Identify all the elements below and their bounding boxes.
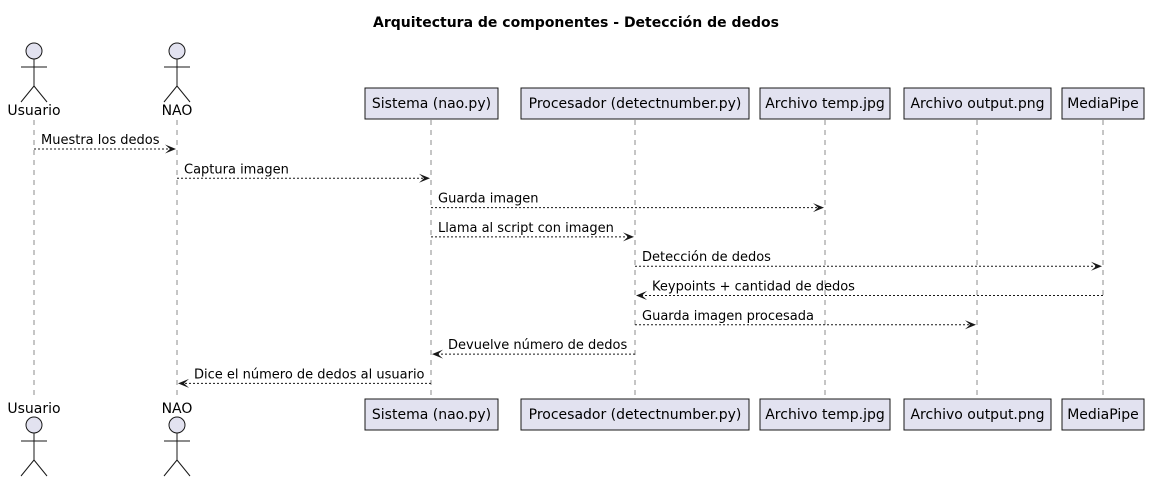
message-1: Muestra los dedos: [34, 133, 176, 154]
message-8-arrowhead: [432, 349, 443, 359]
message-3-label: Guarda imagen: [438, 192, 538, 207]
participant-label-temp-bottom: Archivo temp.jpg: [765, 407, 885, 423]
participant-box-procesador-bottom: Procesador (detectnumber.py): [520, 398, 750, 431]
message-4-arrowhead: [623, 232, 634, 242]
message-7-arrowhead: [965, 320, 976, 330]
participant-box-sistema-top: Sistema (nao.py): [364, 87, 499, 120]
participant-label-mediapipe-bottom: MediaPipe: [1067, 407, 1139, 423]
participant-box-procesador-top: Procesador (detectnumber.py): [520, 87, 750, 120]
participant-box-sistema-bottom: Sistema (nao.py): [364, 398, 499, 431]
participant-box-mediapipe-top: MediaPipe: [1061, 87, 1145, 120]
message-8: Devuelve número de dedos: [432, 338, 635, 359]
message-3-arrowhead: [813, 203, 824, 213]
nao-top-actor-figure: [163, 42, 191, 103]
actor-label-nao-top: NAO: [162, 103, 193, 119]
message-1-arrowhead: [165, 144, 176, 154]
actor-label-usuario-bottom: Usuario: [7, 401, 60, 417]
message-4-label: Llama al script con imagen: [438, 221, 614, 236]
diagram-title: Arquitectura de componentes - Detección …: [373, 15, 779, 31]
message-7-label: Guarda imagen procesada: [642, 309, 814, 324]
message-7: Guarda imagen procesada: [635, 309, 976, 330]
participant-box-temp-top: Archivo temp.jpg: [759, 87, 891, 120]
message-8-label: Devuelve número de dedos: [448, 338, 627, 353]
message-2-arrowhead: [419, 173, 430, 183]
participant-label-sistema-top: Sistema (nao.py): [372, 96, 491, 112]
participant-label-sistema-bottom: Sistema (nao.py): [372, 407, 491, 423]
usuario-bottom-actor-figure: [20, 416, 48, 477]
message-9: Dice el número de dedos al usuario: [178, 367, 431, 388]
message-6-arrowhead: [636, 291, 647, 300]
usuario-top-actor-figure: [20, 42, 48, 103]
message-2: Captura imagen: [177, 162, 430, 183]
actor-label-usuario-top: Usuario: [7, 103, 60, 119]
participant-label-output-bottom: Archivo output.png: [910, 407, 1044, 423]
participant-label-output-top: Archivo output.png: [910, 96, 1044, 112]
participant-box-mediapipe-bottom: MediaPipe: [1061, 398, 1145, 431]
participant-label-temp-top: Archivo temp.jpg: [765, 96, 885, 112]
message-4: Llama al script con imagen: [431, 221, 634, 242]
message-5: Detección de dedos: [635, 250, 1102, 271]
message-1-label: Muestra los dedos: [41, 133, 160, 148]
message-9-arrowhead: [178, 378, 189, 388]
participant-label-procesador-top: Procesador (detectnumber.py): [529, 96, 742, 112]
participant-box-output-top: Archivo output.png: [903, 87, 1052, 120]
message-5-arrowhead: [1091, 261, 1102, 271]
message-6-label: Keypoints + cantidad de dedos: [652, 280, 855, 295]
participant-label-procesador-bottom: Procesador (detectnumber.py): [529, 407, 742, 423]
actor-label-nao-bottom: NAO: [162, 401, 193, 417]
message-5-label: Detección de dedos: [642, 250, 771, 265]
nao-bottom-actor-figure: [163, 416, 191, 477]
participant-box-output-bottom: Archivo output.png: [903, 398, 1052, 431]
participant-label-mediapipe-top: MediaPipe: [1067, 96, 1139, 112]
message-9-label: Dice el número de dedos al usuario: [194, 367, 425, 382]
participant-box-temp-bottom: Archivo temp.jpg: [759, 398, 891, 431]
message-6: Keypoints + cantidad de dedos: [636, 280, 1103, 300]
message-2-label: Captura imagen: [184, 162, 289, 177]
message-3: Guarda imagen: [431, 192, 824, 213]
